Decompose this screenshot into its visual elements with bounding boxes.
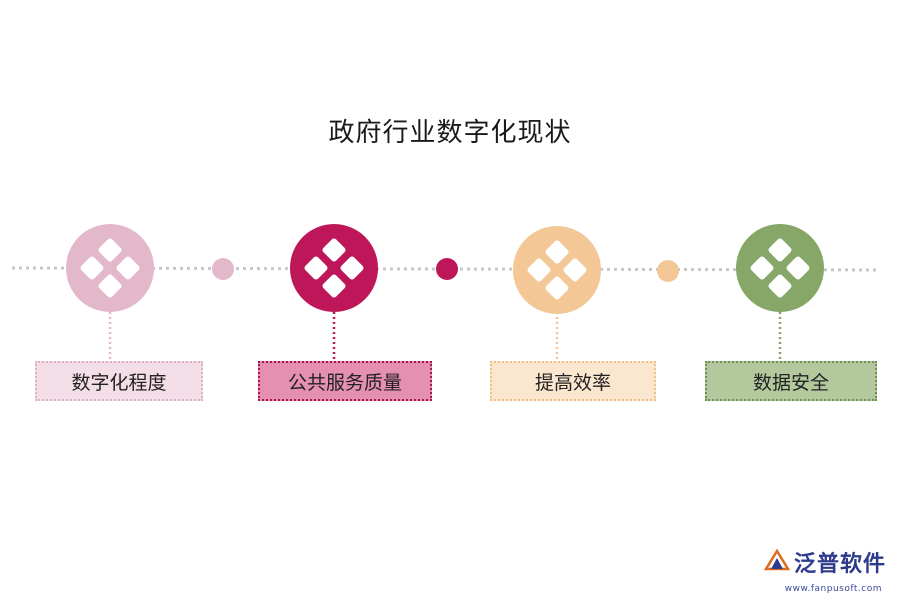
step-label-2: 公共服务质量: [258, 361, 432, 401]
brand-mark-icon: [763, 549, 790, 571]
step-label-1: 数字化程度: [35, 361, 203, 401]
step-node-3: [513, 226, 601, 314]
step-node-4: [736, 224, 824, 312]
diamond-grid-icon: [527, 240, 587, 300]
brand-logo: 泛普软件: [763, 546, 886, 578]
connector-dot-3: [657, 260, 679, 282]
diamond-grid-icon: [304, 238, 364, 298]
step-node-1: [66, 224, 154, 312]
connector-dot-1: [212, 258, 234, 280]
brand-url: www.fanpusoft.com: [784, 584, 882, 594]
diagram-title: 政府行业数字化现状: [328, 118, 572, 148]
step-label-4: 数据安全: [705, 361, 877, 401]
diamond-grid-icon: [80, 238, 140, 298]
step-node-2: [290, 224, 378, 312]
diamond-grid-icon: [750, 238, 810, 298]
brand-name: 泛普软件: [793, 552, 886, 577]
connector-dot-2: [436, 258, 458, 280]
step-label-3: 提高效率: [490, 361, 656, 401]
